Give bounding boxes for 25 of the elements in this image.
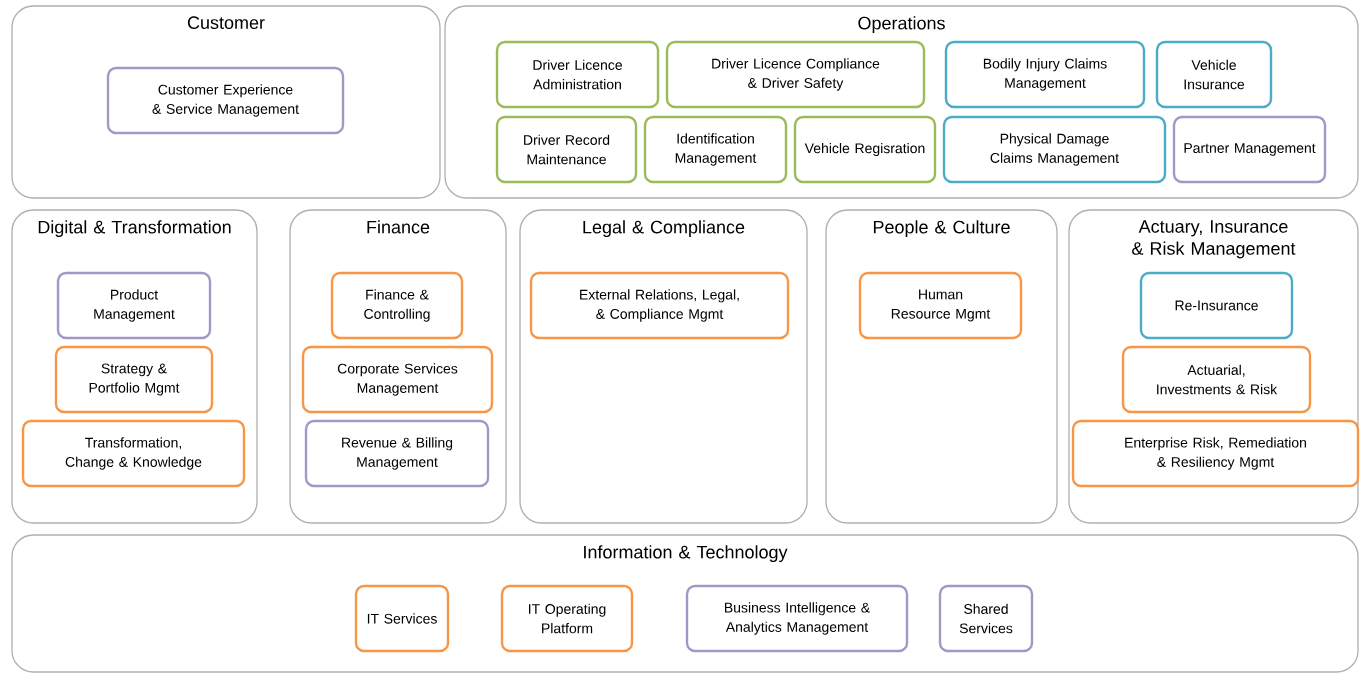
- capability-box: Enterprise Risk, Remediation & Resiliency Mgmt: [1071, 419, 1360, 488]
- capability-box: Shared Services: [938, 584, 1034, 653]
- capability-box: Actuarial, Investments & Risk: [1121, 345, 1312, 414]
- capability-box: Transformation, Change & Knowledge: [21, 419, 246, 488]
- capability-box: Customer Experience & Service Management: [106, 66, 345, 135]
- capability-box: Strategy & Portfolio Mgmt: [54, 345, 214, 414]
- capability-box: Driver Licence Administration: [495, 40, 660, 109]
- capability-box: Vehicle Insurance: [1155, 40, 1273, 109]
- capability-box: Revenue & Billing Management: [304, 419, 490, 488]
- capability-box: Finance & Controlling: [330, 271, 464, 340]
- capability-box: Re-Insurance: [1139, 271, 1294, 340]
- capability-box: Vehicle Regisration: [793, 115, 937, 184]
- capability-box: IT Services: [354, 584, 450, 653]
- capability-box: Driver Record Maintenance: [495, 115, 638, 184]
- capability-box: Product Management: [56, 271, 212, 340]
- capability-box: Business Intelligence & Analytics Management: [685, 584, 909, 653]
- capability-box: Bodily Injury Claims Management: [944, 40, 1146, 109]
- capability-box: Physical Damage Claims Management: [942, 115, 1167, 184]
- capability-box: Corporate Services Management: [301, 345, 494, 414]
- capability-box: Driver Licence Compliance & Driver Safety: [665, 40, 926, 109]
- capability-box: Identification Management: [643, 115, 788, 184]
- capability-box: Human Resource Mgmt: [858, 271, 1023, 340]
- capability-box: IT Operating Platform: [500, 584, 634, 653]
- capability-box: Partner Management: [1172, 115, 1327, 184]
- capability-box: External Relations, Legal, & Compliance Mgmt: [529, 271, 790, 340]
